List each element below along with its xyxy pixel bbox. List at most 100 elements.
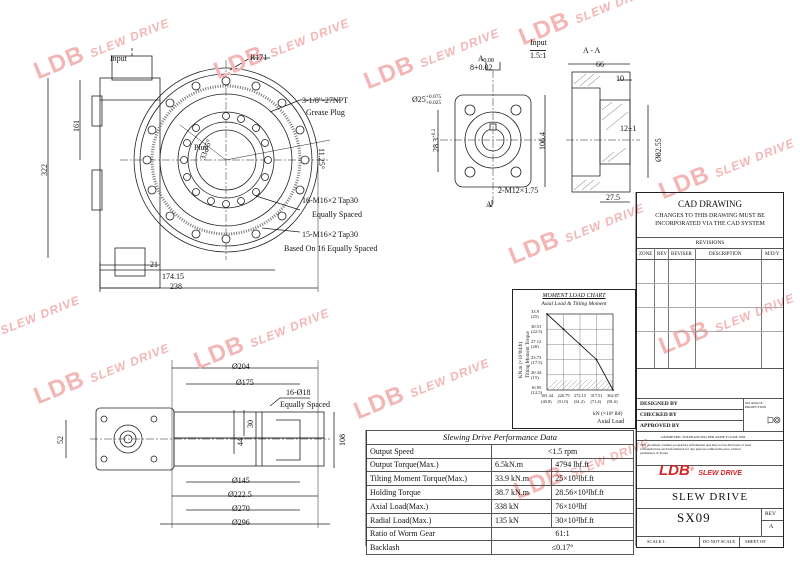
chart-subtitle: Axial Load & Tilting Moment — [541, 301, 607, 307]
chart-x-tick-imperial: (81.6) — [607, 399, 618, 404]
rev-value: A — [769, 524, 774, 530]
chart-y-tick: 30.51 (22.5) — [531, 324, 543, 335]
chart-hatch — [571, 379, 583, 391]
cad-drawing-title: CAD DRAWING — [677, 199, 743, 209]
rev-col-zone: ZONE — [639, 252, 653, 257]
changes-line1: CHANGES TO THIS DRAWING MUST BE — [655, 213, 765, 219]
chart-y-tick: 20.34 (15) — [531, 369, 542, 380]
side-d270: Ø270 — [232, 504, 250, 513]
chart-y-tick: 33.9 (25) — [531, 309, 540, 319]
chart-hatch — [596, 379, 608, 391]
performance-value: ≤0.17° — [491, 540, 634, 556]
side-d175: Ø175 — [236, 378, 254, 387]
npt-label: 3-1/8"-27NPT — [302, 96, 348, 105]
chart-y-tick: 23.73 (17.5) — [531, 354, 543, 365]
side-d296: Ø296 — [232, 518, 250, 527]
chart-x-tick: 317.51 — [590, 393, 603, 398]
chart-hatch — [601, 379, 613, 391]
section-d275: 27.5 — [606, 193, 620, 202]
input-view-key: 8+0.02 — [470, 63, 493, 72]
chart-y-tick: 27.12 (20) — [531, 339, 542, 350]
performance-row: Backlash≤0.17° — [366, 540, 634, 556]
proprietary-line1: This document contains proprietary infor… — [640, 443, 752, 447]
rev-label: REV — [765, 511, 776, 517]
chart-point — [546, 313, 548, 315]
chart-hatch — [606, 379, 614, 391]
chart-y-tick: 16.95 (12.5) — [531, 385, 543, 395]
chart-point — [562, 328, 565, 331]
chart-hatch — [611, 379, 614, 391]
d174-label: 174.15 — [162, 272, 184, 281]
performance-table: Slewing Drive Performance Data Output Sp… — [366, 430, 634, 556]
r171-label: R171 — [250, 53, 268, 62]
chart-point — [579, 343, 581, 346]
input-view-bore: Ø25+0.075+0.025 — [412, 94, 442, 106]
chart-x-tick: 272.15 — [573, 393, 587, 398]
side-d145: Ø145 — [232, 476, 250, 485]
chart-hatch — [576, 379, 588, 391]
changes-line2: INCORPORATED VIA THE CAD SYSTEM — [655, 221, 765, 227]
plug-label: Plug — [194, 143, 209, 152]
chart-hatch — [546, 379, 558, 391]
section-title: A - A — [583, 46, 601, 55]
checked-by: CHECKED BY — [640, 412, 677, 418]
chart-x-tick-imperial: (51.0) — [557, 399, 569, 404]
chart-x-tick: 181.44 — [541, 393, 554, 398]
rev-col-reviser: REVISER — [671, 252, 692, 257]
moment-load-chart: MOMENT LOAD CHART Axial Load & Tilting M… — [512, 289, 636, 429]
chart-x-tick-imperial: (71.4) — [590, 399, 602, 404]
do-not-scale-note: DO NOT SCALE — [703, 539, 736, 544]
chart-point — [612, 389, 614, 391]
chart-point — [595, 358, 598, 361]
chart-plot — [546, 313, 614, 391]
rev-col-description: DESCRIPTION — [709, 252, 742, 257]
performance-value-metric: 135 kN — [490, 512, 553, 528]
side-d204: Ø204 — [232, 362, 250, 371]
input-view-tap: 2-M12×1.75 — [498, 186, 539, 195]
side-holes: 16-Ø18 — [286, 388, 311, 397]
chart-x-tick-imperial: (40.8) — [541, 399, 552, 404]
side-spacing: Equally Spaced — [280, 400, 330, 409]
chart-x-tick-imperial: (61.2) — [573, 399, 585, 404]
chart-title: MOMENT LOAD CHART — [542, 293, 606, 299]
product-name: SLEW DRIVE — [671, 491, 749, 503]
performance-row: Output Speed<1.5 rpm — [366, 443, 634, 459]
chart-hatch — [556, 379, 568, 391]
chart-hatch — [551, 379, 563, 391]
title-block: CAD DRAWING CHANGES TO THIS DRAWING MUST… — [636, 192, 784, 548]
chart-xlabel: kN (×10³ lbf) — [593, 411, 623, 417]
input-view-a-top: A — [478, 54, 484, 63]
brand-logo: LDB®SLEW DRIVE — [659, 462, 742, 479]
projection-note: NO ANGLE PROJECTION — [745, 401, 767, 409]
d238-label: 238 — [170, 282, 182, 291]
chart-x-tick: 226.79 — [557, 393, 570, 398]
bolt-holes — [142, 76, 310, 244]
tap2-label: 15-M16×2 Tap30 — [302, 230, 359, 239]
side-d2225: Ø222.5 — [228, 490, 252, 499]
tolerancing-note: GEOMETRIC TOLERANCING PER ASME Y14.5M-19… — [661, 435, 746, 439]
chart-hatch — [586, 379, 598, 391]
chart-hatch — [591, 379, 603, 391]
spacing1-label: Equally Spaced — [312, 210, 362, 219]
chart-hatch — [566, 379, 578, 391]
section-hatch — [573, 73, 629, 191]
chart-hatch — [581, 379, 593, 391]
section-d10: 10 — [616, 74, 624, 83]
designed-by: DESIGNED BY — [640, 401, 678, 407]
chart-x-tick: 362.87 — [607, 393, 620, 398]
input-view-title: Input — [530, 38, 547, 47]
projection-symbol-icon — [767, 416, 781, 424]
input-label: Input — [110, 54, 127, 63]
revisions-header: REVISIONS — [695, 240, 725, 246]
scale-note: SCALE 1: — [647, 539, 666, 544]
tap1-label: 16-M16×2 Tap30 — [302, 196, 359, 205]
d21-label: 21 — [150, 260, 158, 269]
input-view-a-bottom: A — [486, 200, 492, 209]
